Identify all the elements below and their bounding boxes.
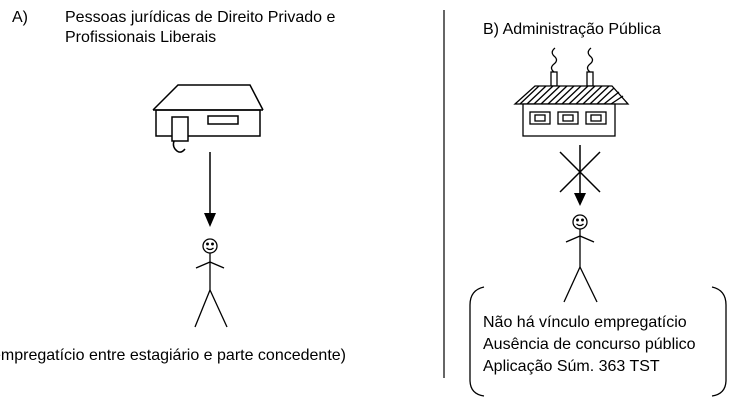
panel-a-title: Pessoas jurídicas de Direito Privado e P… <box>65 8 335 48</box>
panel-b-note-2: Ausência de concurso público <box>483 336 696 353</box>
public-building-icon <box>513 47 630 137</box>
panel-a-title-line-2: Profissionais Liberais <box>65 29 217 46</box>
stick-figure-icon <box>194 238 228 328</box>
panel-a-title-line-1: Pessoas jurídicas de Direito Privado e <box>65 9 336 26</box>
panel-a-arrowhead <box>204 213 216 227</box>
panel-a-letter: A) <box>12 9 28 26</box>
house-icon <box>152 84 264 153</box>
panel-a-caption: empregatício entre estagiário e parte co… <box>0 347 346 364</box>
panel-b-note-1: Não há vínculo empregatício <box>483 314 687 331</box>
stick-figure-icon <box>563 214 598 303</box>
panel-b-note-3: Aplicação Súm. 363 TST <box>483 358 660 375</box>
panel-b-arrowhead <box>574 193 586 206</box>
panel-b-title: B) Administração Pública <box>483 21 661 38</box>
panel-b-notes: Não há vínculo empregatício Ausência de … <box>483 312 696 378</box>
notes-bracket <box>469 286 727 397</box>
